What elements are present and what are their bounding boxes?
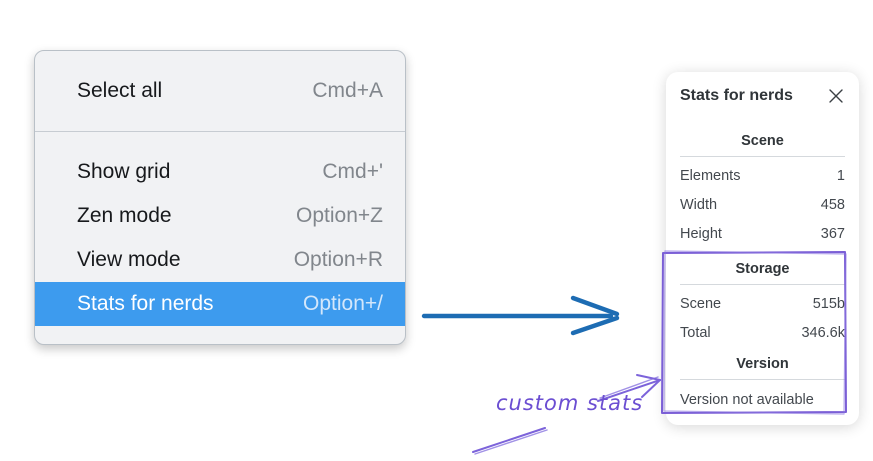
- stat-label: Height: [680, 226, 722, 242]
- version-note: Version not available: [680, 392, 814, 408]
- stats-panel-header: Stats for nerds: [680, 86, 845, 106]
- menu-item-view-mode[interactable]: View mode Option+R: [35, 238, 405, 282]
- section-heading-storage: Storage: [735, 261, 790, 277]
- stat-row-height: Height 367: [680, 224, 845, 244]
- menu-item-shortcut: Option+Z: [296, 204, 383, 227]
- section-divider: [680, 284, 845, 285]
- stat-value: 515b: [812, 296, 845, 312]
- stat-row-total-storage: Total 346.6k: [680, 323, 845, 343]
- menu-item-label: View mode: [77, 248, 181, 271]
- stat-label: Elements: [680, 168, 741, 184]
- menu-item-select-all[interactable]: Select all Cmd+A: [35, 69, 405, 113]
- stat-row-scene-storage: Scene 515b: [680, 294, 845, 314]
- menu-item-shortcut: Cmd+': [322, 160, 383, 183]
- menu-item-label: Show grid: [77, 160, 171, 183]
- stat-value: 458: [820, 197, 845, 213]
- menu-item-shortcut: Option+/: [303, 292, 383, 315]
- menu-item-label: Select all: [77, 79, 163, 102]
- section-divider: [680, 156, 845, 157]
- menu-item-label: Zen mode: [77, 204, 172, 227]
- menu-item-stats-for-nerds[interactable]: Stats for nerds Option+/: [35, 282, 405, 326]
- stat-label: Width: [680, 197, 718, 213]
- stat-row-width: Width 458: [680, 195, 845, 215]
- right-arrow-icon: [421, 295, 620, 336]
- context-menu: Select all Cmd+A Show grid Cmd+' Zen mod…: [34, 50, 406, 345]
- menu-item-shortcut: Option+R: [293, 248, 383, 271]
- menu-item-zen-mode[interactable]: Zen mode Option+Z: [35, 194, 405, 238]
- menu-divider: [35, 131, 405, 132]
- stats-panel-title: Stats for nerds: [680, 87, 793, 104]
- annotation-label: custom stats: [496, 391, 644, 415]
- close-button[interactable]: [827, 87, 845, 105]
- section-heading-version: Version: [736, 356, 789, 372]
- stats-panel: Stats for nerds Scene Elements 1 Width 4…: [666, 72, 859, 425]
- stat-value: 1: [836, 168, 845, 184]
- menu-item-shortcut: Cmd+A: [312, 79, 383, 102]
- menu-item-show-grid[interactable]: Show grid Cmd+': [35, 150, 405, 194]
- stat-row-elements: Elements 1: [680, 166, 845, 186]
- menu-item-label: Stats for nerds: [77, 292, 214, 315]
- stat-value: 346.6k: [801, 325, 845, 341]
- section-heading-scene: Scene: [741, 133, 784, 149]
- stat-value: 367: [820, 226, 845, 242]
- stat-label: Total: [680, 325, 711, 341]
- section-divider: [680, 379, 845, 380]
- close-icon: [829, 89, 843, 103]
- stat-label: Scene: [680, 296, 722, 312]
